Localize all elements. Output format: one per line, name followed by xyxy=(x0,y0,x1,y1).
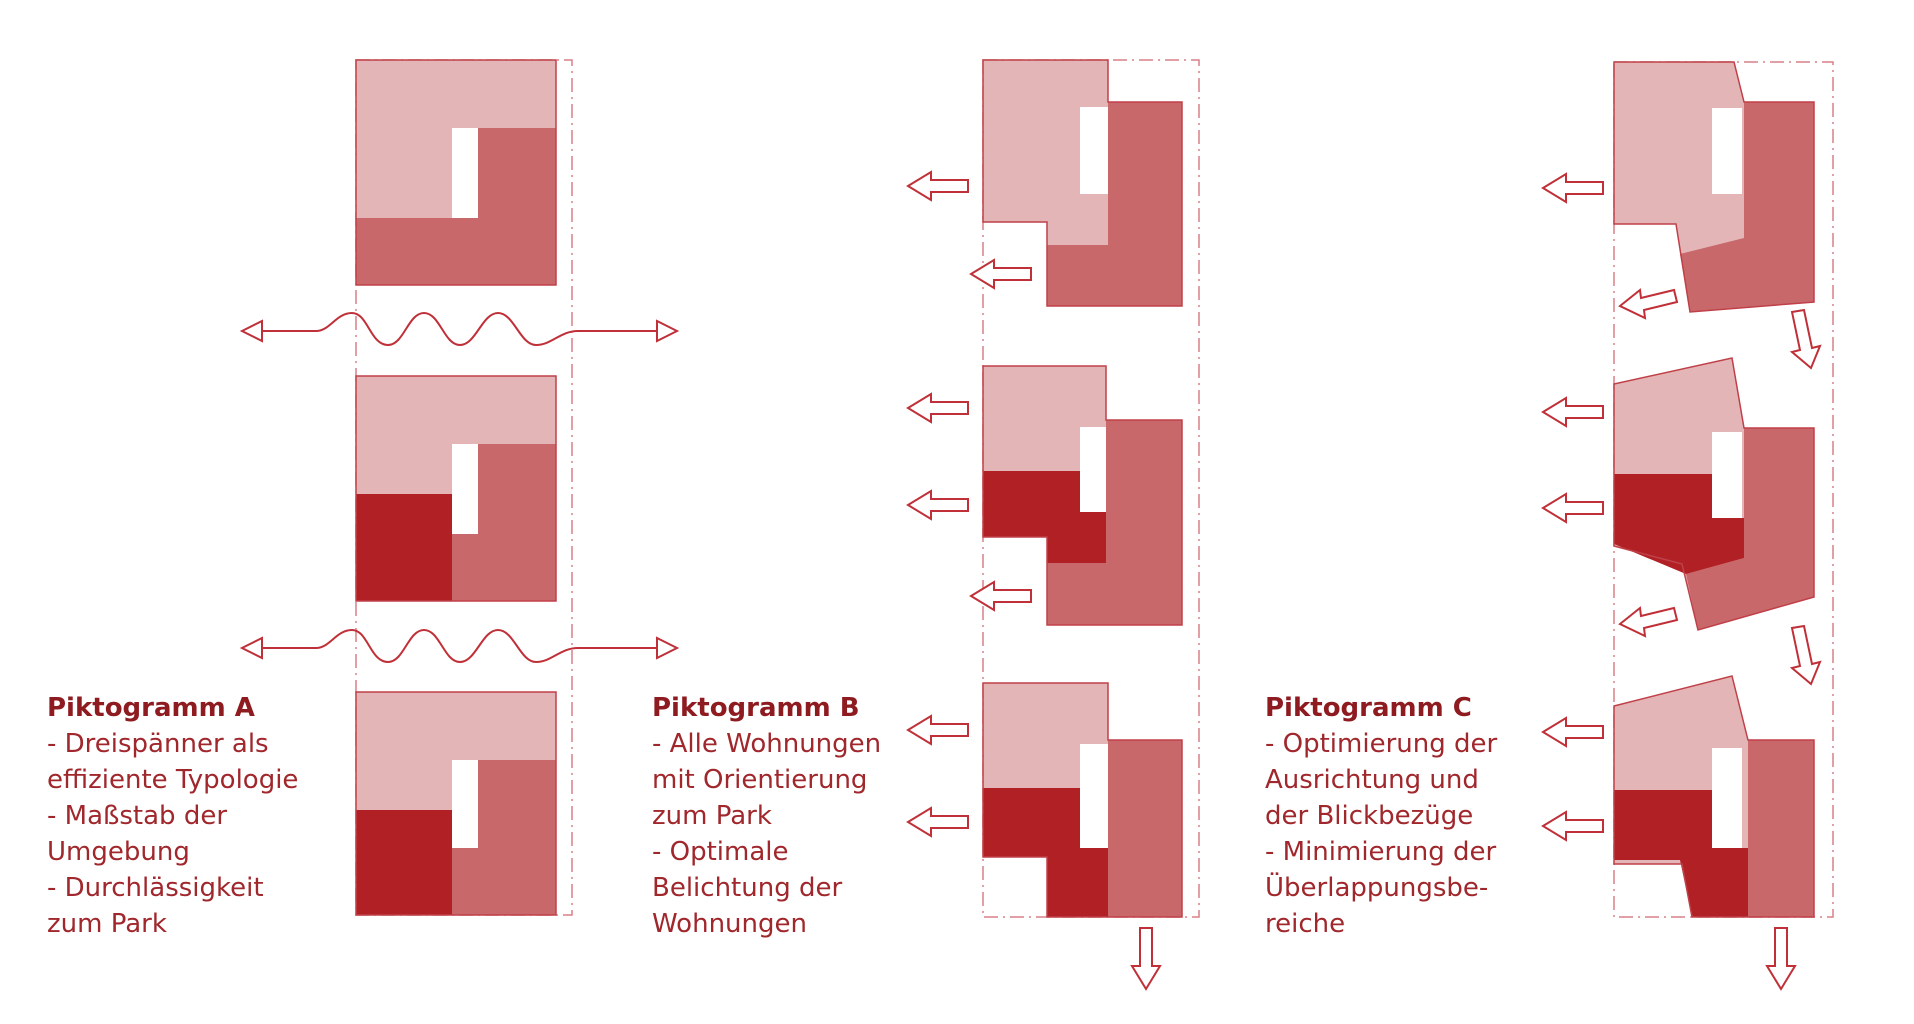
pictogram-b-line-5: Belichtung der xyxy=(652,873,843,903)
pictogram-b-block-2 xyxy=(982,365,1183,626)
pictogram-c-block-3-arrows xyxy=(1541,716,1797,991)
pictogram-a-block-1 xyxy=(355,59,557,286)
pictogram-a-line-1: - Dreispänner als xyxy=(47,729,269,759)
pictogram-a-block-3 xyxy=(355,691,557,916)
pictogram-a-label: Piktogramm A - Dreispänner als effizient… xyxy=(47,690,298,942)
pictogram-a-graphic xyxy=(239,59,680,916)
pictogram-b-line-2: mit Orientierung xyxy=(652,765,868,795)
pictogram-b-line-6: Wohnungen xyxy=(652,909,807,939)
pictogram-c-title: Piktogramm C xyxy=(1265,693,1472,723)
pictogram-b-line-4: - Optimale xyxy=(652,837,789,867)
pictogram-b-line-3: zum Park xyxy=(652,801,772,831)
pictogram-a-line-2: effiziente Typologie xyxy=(47,765,299,795)
pictogram-b-block-3-arrows xyxy=(906,714,1162,991)
pictogram-c-line-1: - Optimierung der xyxy=(1265,729,1498,759)
pictogram-c-block-2 xyxy=(1613,357,1815,631)
pictogram-b-block-1 xyxy=(982,59,1183,307)
pictogram-b-line-1: - Alle Wohnungen xyxy=(652,729,882,759)
pictogram-a-line-4: Umgebung xyxy=(47,837,190,867)
pictogram-a-line-6: zum Park xyxy=(47,909,167,939)
pictogram-b-label: Piktogramm B - Alle Wohnungen mit Orient… xyxy=(652,690,881,942)
pictogram-b-block-3 xyxy=(982,682,1183,918)
pictogram-c-block-1 xyxy=(1613,61,1815,313)
pictogram-a-line-5: - Durchlässigkeit xyxy=(47,873,264,903)
pictogram-c-line-5: Überlappungsbe- xyxy=(1265,873,1489,903)
pictogram-c-block-3 xyxy=(1613,675,1815,918)
pictogram-a-line-3: - Maßstab der xyxy=(47,801,228,831)
pictogram-c-line-4: - Minimierung der xyxy=(1265,837,1497,867)
pictogram-a-block-2 xyxy=(355,375,557,602)
pictogram-a-title: Piktogramm A xyxy=(47,693,255,723)
pictogram-c-line-6: reiche xyxy=(1265,909,1346,939)
pictogram-c-block-2-arrows xyxy=(1541,396,1822,686)
pictogram-a-wave-arrow-1 xyxy=(239,311,680,347)
pictogram-b-block-2-arrows xyxy=(906,392,1032,612)
pictogram-c-graphic xyxy=(1541,61,1834,991)
pictogram-b-block-1-arrows xyxy=(906,170,1032,290)
pictogram-c-block-1-arrows xyxy=(1541,172,1822,370)
pictogram-b-graphic xyxy=(906,59,1200,991)
pictogram-c-line-3: der Blickbezüge xyxy=(1265,801,1474,831)
pictogram-b-title: Piktogramm B xyxy=(652,693,860,723)
pictogram-c-line-2: Ausrichtung und xyxy=(1265,765,1479,795)
pictogram-c-label: Piktogramm C - Optimierung der Ausrichtu… xyxy=(1265,690,1497,942)
pictogram-a-wave-arrow-2 xyxy=(239,628,680,664)
